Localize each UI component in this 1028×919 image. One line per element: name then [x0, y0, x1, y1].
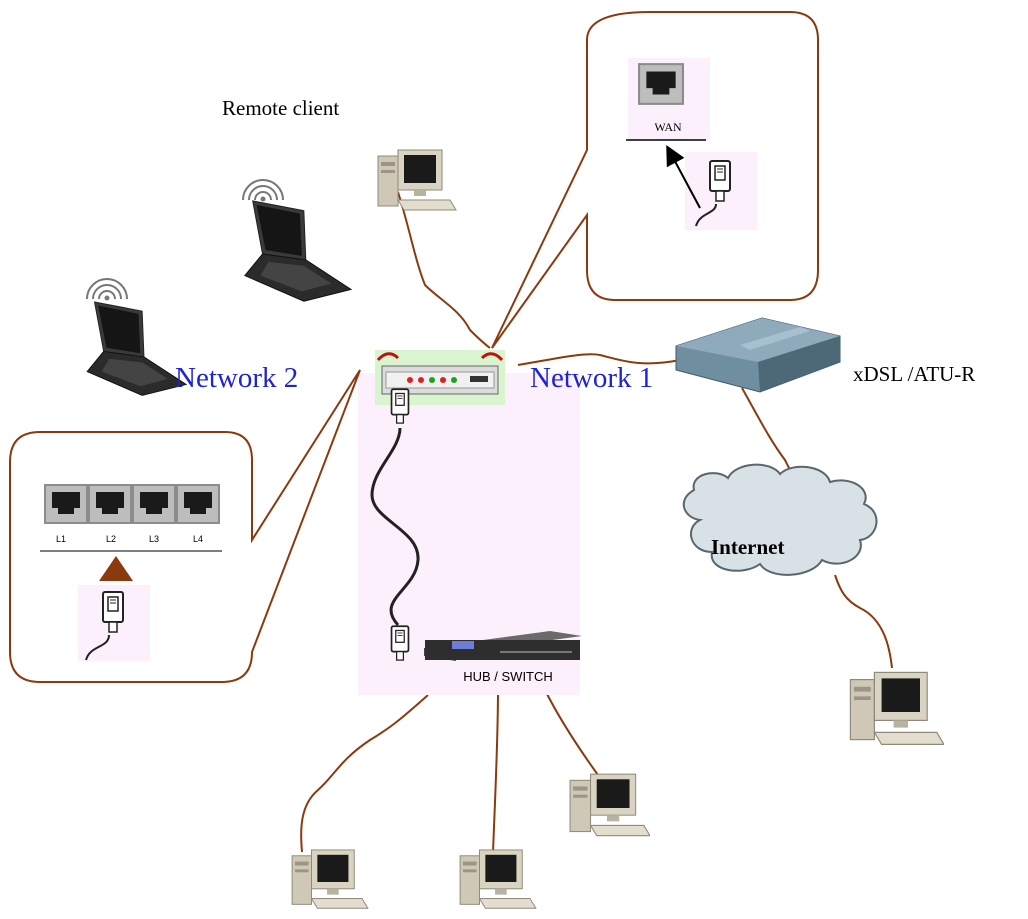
hub-cable-icon: [370, 388, 420, 661]
cloud-icon: [682, 463, 878, 576]
lan-port-label-1: L1: [56, 534, 66, 544]
network-1-label: Network 1: [530, 362, 654, 394]
internet-label: Internet: [711, 535, 785, 559]
hub-switch-icon[interactable]: [424, 631, 582, 661]
laptop-icon[interactable]: [86, 301, 187, 396]
router-icon[interactable]: [375, 350, 505, 405]
lan-port-label-3: L3: [149, 534, 159, 544]
cable-router-to-modem: [517, 353, 681, 366]
laptop-icon[interactable]: [244, 200, 352, 302]
modem-icon[interactable]: [675, 317, 841, 393]
desktop-pc-icon[interactable]: [849, 671, 944, 746]
lan-plug-icon: [78, 585, 150, 661]
xdsl-label: xDSL /ATU-R: [853, 362, 976, 386]
lan-callout: [9, 369, 361, 683]
cable-hub-to-pc-middle: [492, 689, 499, 853]
remote-client-label: Remote client: [222, 96, 340, 120]
cable-remote-to-router: [397, 191, 491, 349]
wan-plug-icon: [685, 152, 757, 230]
lan-ports-icon: [40, 484, 222, 552]
hub-switch-label: HUB / SWITCH: [463, 669, 553, 684]
wifi-signal-icon: [242, 179, 284, 202]
cable-hub-to-pc-left: [300, 694, 429, 853]
network-2-label: Network 2: [175, 362, 299, 394]
lan-port-label-4: L4: [193, 534, 203, 544]
wan-port-icon: [626, 58, 710, 141]
desktop-pc-icon[interactable]: [569, 773, 650, 837]
desktop-pc-icon[interactable]: [377, 149, 457, 211]
wifi-signal-icon: [86, 278, 128, 301]
cable-internet-to-pc: [834, 574, 893, 669]
desktop-pc-icon[interactable]: [291, 849, 369, 909]
wan-callout: [491, 11, 819, 349]
wan-port-label: WAN: [654, 120, 682, 134]
lan-port-label-2: L2: [106, 534, 116, 544]
wan-arrow: [666, 144, 701, 209]
cable-hub-to-pc-right: [544, 689, 599, 776]
desktop-pc-icon[interactable]: [459, 849, 537, 909]
lan-arrow: [99, 556, 133, 581]
